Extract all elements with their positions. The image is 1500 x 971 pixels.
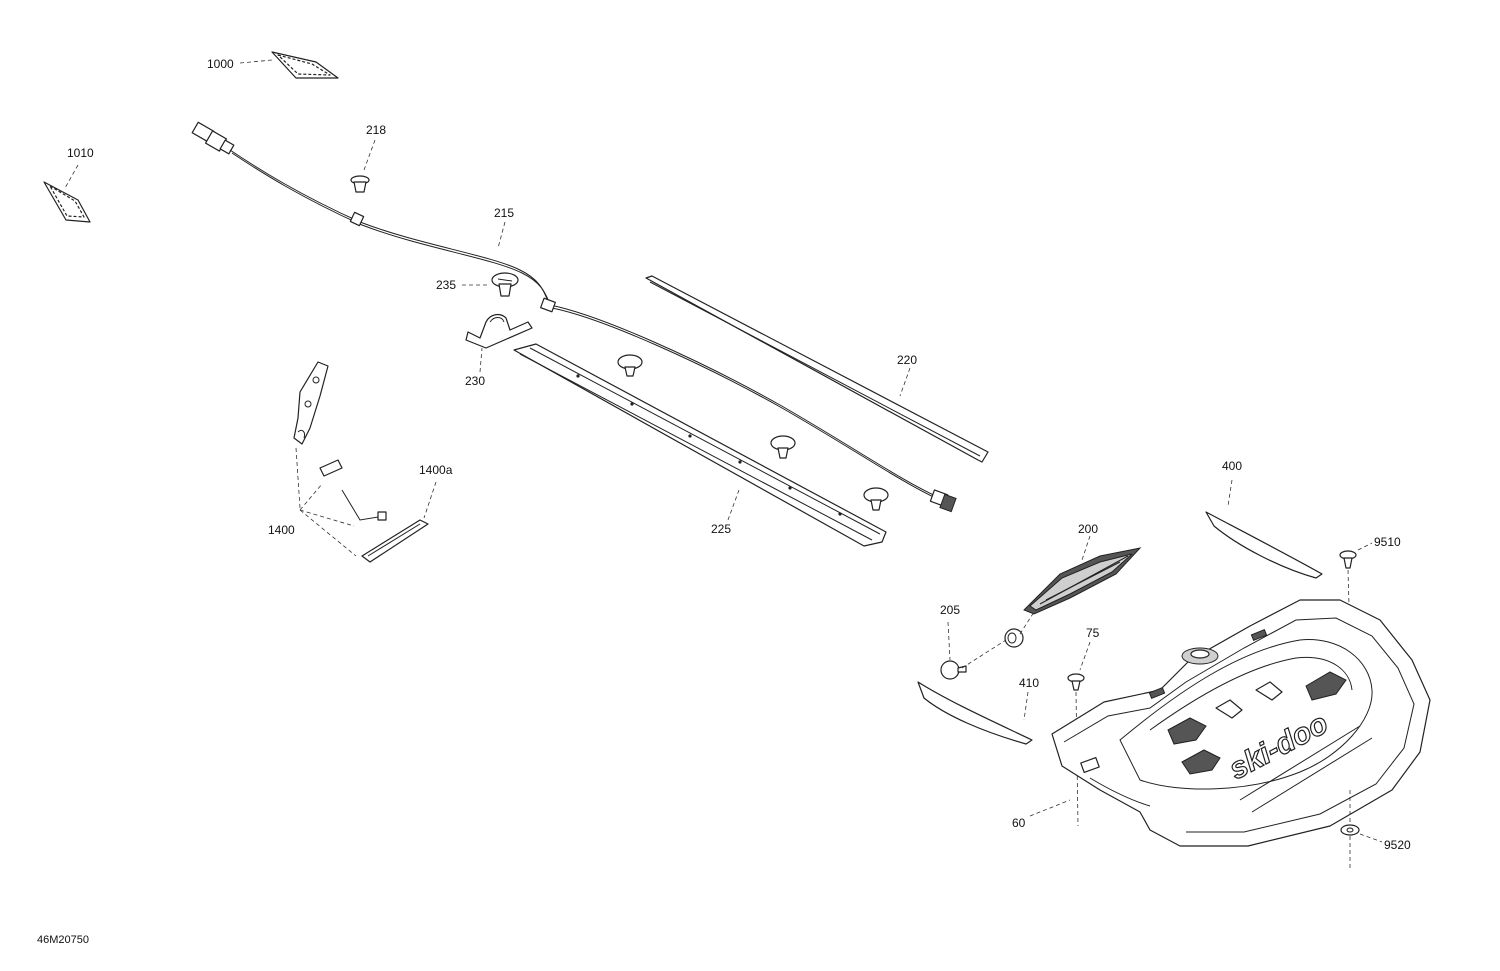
label-1400: 1400: [268, 523, 295, 537]
rail-225: 225: [513, 343, 889, 547]
headlight-200: 200: [1023, 522, 1142, 615]
label-410: 410: [1019, 676, 1039, 690]
label-235: 235: [436, 278, 456, 292]
grommet-205: 205: [940, 603, 1035, 680]
label-215: 215: [494, 206, 514, 220]
screw-75: 75: [1067, 626, 1100, 827]
trim-strip-220: 220: [645, 275, 989, 463]
label-225: 225: [711, 522, 731, 536]
label-400: 400: [1222, 459, 1242, 473]
washer-9520: 9520: [1340, 790, 1411, 870]
label-9520: 9520: [1384, 838, 1411, 852]
label-1400a: 1400a: [419, 463, 453, 477]
label-200: 200: [1078, 522, 1098, 536]
label-205: 205: [940, 603, 960, 617]
label-218: 218: [366, 123, 386, 137]
hood-60: ski-doo 60: [1012, 599, 1431, 847]
tool-kit-1400: 1400 1400a: [268, 361, 453, 563]
label-9510: 9510: [1374, 535, 1401, 549]
label-1000: 1000: [207, 57, 234, 71]
push-rivet-235: 235: [436, 272, 519, 297]
decal-1000: 1000: [207, 51, 339, 79]
diagram-id: 46M20750: [37, 934, 89, 946]
push-rivet-218: 218: [350, 123, 386, 193]
wiring-harness-215: 215: [191, 121, 957, 513]
label-220: 220: [897, 353, 917, 367]
label-1010: 1010: [67, 146, 94, 160]
label-75: 75: [1086, 626, 1100, 640]
label-230: 230: [465, 374, 485, 388]
decal-1010: 1010: [43, 146, 94, 223]
trim-panel-400: 400: [1205, 459, 1323, 579]
trim-panel-410: 410: [917, 676, 1039, 745]
label-60: 60: [1012, 816, 1026, 830]
clamp-230: 230: [465, 313, 533, 388]
screw-9510: 9510: [1339, 535, 1401, 641]
